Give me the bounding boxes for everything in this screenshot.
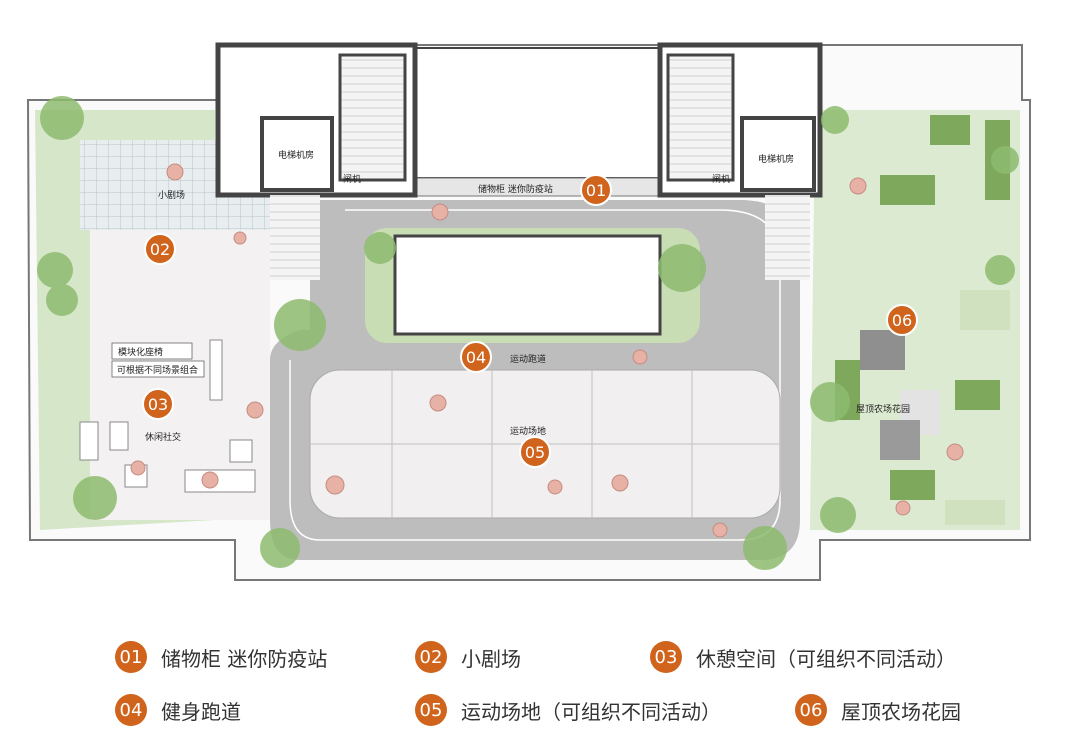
track-inner-line xyxy=(289,209,781,541)
legend: 01 储物柜 迷你防疫站 02 小剧场 03 休憩空间（可组织不同活动） 04 … xyxy=(0,630,1080,739)
plan-badge-03: 03 xyxy=(142,388,174,420)
roof-site-plan: 电梯机房 电梯机房 闸机 闸机 储物柜 迷你防疫站 小剧场 模块化座椅 可根据不… xyxy=(26,42,1031,581)
leisure-label: 休闲社交 xyxy=(145,431,181,443)
light-well xyxy=(393,234,662,336)
modular-seats xyxy=(79,339,256,493)
gate-left-label: 闸机 xyxy=(343,173,361,185)
legend-item-02: 02 小剧场 xyxy=(415,639,521,675)
elevator-room-left-label: 电梯机房 xyxy=(278,149,314,161)
modular-seat-sub-label: 可根据不同场景组合 xyxy=(117,364,198,376)
track-label: 运动跑道 xyxy=(510,353,546,365)
stair-right xyxy=(666,53,735,182)
svg-text:03: 03 xyxy=(148,395,168,414)
elevator-room-left xyxy=(260,116,334,192)
elevator-room-right-label: 电梯机房 xyxy=(758,153,794,165)
svg-text:04: 04 xyxy=(466,348,486,367)
roof-farm-label: 屋顶农场花园 xyxy=(856,403,910,415)
legend-label: 休憩空间（可组织不同活动） xyxy=(696,646,956,671)
field-grid xyxy=(310,370,780,518)
farm-planters xyxy=(835,115,1010,525)
legend-label: 屋顶农场花园 xyxy=(841,699,961,724)
modular-seat-label: 模块化座椅 xyxy=(118,346,163,358)
legend-item-01: 01 储物柜 迷你防疫站 xyxy=(115,639,327,675)
svg-text:06: 06 xyxy=(892,311,912,330)
plan-badge-05: 05 xyxy=(519,436,551,468)
stair-left xyxy=(338,53,407,182)
svg-text:01: 01 xyxy=(586,181,606,200)
legend-badge: 05 xyxy=(415,694,447,726)
plan-badge-04: 04 xyxy=(460,341,492,373)
legend-badge: 02 xyxy=(415,641,447,673)
plan-badge-02: 02 xyxy=(144,233,176,265)
ramp-right xyxy=(765,195,810,280)
legend-badge: 01 xyxy=(115,641,147,673)
legend-item-04: 04 健身跑道 xyxy=(115,692,241,728)
plan-badge-06: 06 xyxy=(886,304,918,336)
theater-label: 小剧场 xyxy=(158,190,185,201)
storage-station-label: 储物柜 迷你防疫站 xyxy=(478,183,553,195)
sports-field-label: 运动场地 xyxy=(510,425,546,437)
gate-right-label: 闸机 xyxy=(712,173,730,185)
people-figures xyxy=(130,163,964,538)
legend-item-03: 03 休憩空间（可组织不同活动） xyxy=(650,639,956,675)
legend-item-06: 06 屋顶农场花园 xyxy=(795,692,961,728)
legend-label: 储物柜 迷你防疫站 xyxy=(161,646,328,671)
central-void xyxy=(414,47,661,179)
legend-label: 运动场地（可组织不同活动） xyxy=(461,699,721,724)
svg-text:02: 02 xyxy=(150,240,170,259)
svg-text:05: 05 xyxy=(525,443,545,462)
legend-label: 健身跑道 xyxy=(161,699,241,724)
legend-badge: 06 xyxy=(795,694,827,726)
modular-seat-callout: 模块化座椅 可根据不同场景组合 xyxy=(111,342,205,378)
trees xyxy=(37,96,1019,570)
elevator-room-right xyxy=(740,116,816,192)
legend-badge: 04 xyxy=(115,694,147,726)
plan-badge-01: 01 xyxy=(580,174,612,206)
legend-badge: 03 xyxy=(650,641,682,673)
ramp-left xyxy=(270,195,320,280)
legend-label: 小剧场 xyxy=(461,646,521,671)
legend-item-05: 05 运动场地（可组织不同活动） xyxy=(415,692,721,728)
